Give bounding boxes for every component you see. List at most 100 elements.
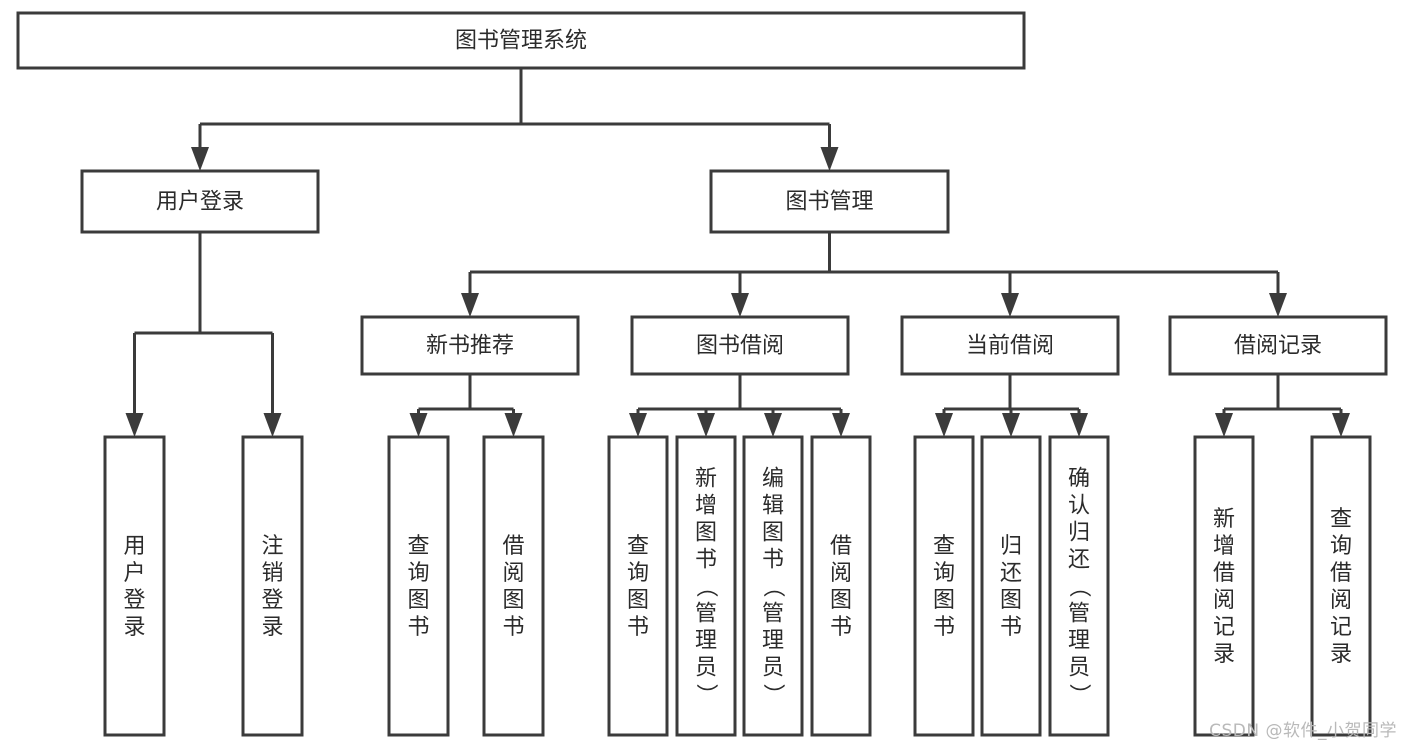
csdn-watermark: CSDN @软件_小贺同学 [1209, 721, 1397, 741]
node-label-leaf-rec-borrow-book-char-0: 借 [502, 534, 524, 559]
node-label-leaf-cb-query-book-char-0: 查 [933, 534, 955, 559]
node-label-leaf-user-login-char-2: 登 [123, 588, 145, 613]
node-box-leaf-bb-add-book [675, 435, 737, 737]
node-label-leaf-br-query-record-char-3: 阅 [1330, 588, 1352, 613]
node-label-leaf-br-query-record-char-5: 录 [1330, 642, 1352, 667]
node-label-leaf-rec-query-book-char-1: 询 [407, 561, 429, 586]
node-label-leaf-bb-query-book-char-0: 查 [627, 534, 649, 559]
node-label-leaf-br-add-record-char-5: 录 [1213, 642, 1235, 667]
node-new-book-rec[interactable]: 新书推荐 [360, 315, 580, 376]
arrow-head-icon-leaf-bb-add-book [697, 413, 715, 437]
arrow-head-icon-leaf-user-login [125, 413, 144, 437]
node-label-leaf-rec-borrow-book-char-1: 阅 [502, 561, 524, 586]
node-label-leaf-cb-query-book-char-3: 书 [933, 615, 955, 640]
node-label-leaf-bb-edit-book-char-5: 管 [762, 602, 784, 627]
node-label-leaf-bb-query-book-char-2: 图 [627, 588, 649, 613]
node-label-leaf-bb-edit-book-char-2: 图 [762, 521, 784, 546]
node-label-leaf-user-logout-char-2: 登 [261, 588, 283, 613]
node-box-leaf-user-logout [241, 435, 304, 737]
node-label-leaf-cb-confirm-return-char-6: 理 [1068, 629, 1090, 654]
node-label-leaf-br-query-record-char-1: 询 [1330, 534, 1352, 559]
node-box-leaf-rec-query-book [387, 435, 450, 737]
node-label-leaf-bb-edit-book-char-0: 编 [762, 467, 784, 492]
node-label-root: 图书管理系统 [455, 29, 587, 54]
node-label-leaf-cb-query-book-char-1: 询 [933, 561, 955, 586]
node-label-leaf-bb-add-book-char-6: 理 [695, 629, 717, 654]
arrow-head-icon-leaf-rec-query-book [409, 413, 428, 437]
node-box-leaf-cb-return-book [980, 435, 1042, 737]
node-box-leaf-user-login [103, 435, 166, 737]
node-label-leaf-cb-confirm-return-char-5: 管 [1068, 602, 1090, 627]
node-label-new-book-rec: 新书推荐 [426, 334, 514, 359]
node-label-leaf-bb-add-book-char-1: 增 [695, 494, 717, 519]
node-label-book-manage: 图书管理 [785, 190, 873, 215]
node-label-leaf-bb-borrow-book-char-2: 图 [830, 588, 852, 613]
node-label-leaf-bb-add-book-char-3: 书 [695, 548, 717, 573]
node-label-leaf-br-add-record-char-4: 记 [1213, 615, 1235, 640]
node-label-leaf-cb-confirm-return-char-7: 员 [1068, 656, 1090, 681]
node-book-borrow[interactable]: 图书借阅 [630, 315, 850, 376]
node-label-leaf-user-login-char-0: 用 [123, 534, 145, 559]
node-label-leaf-bb-edit-book-char-7: 员 [762, 656, 784, 681]
node-label-leaf-cb-confirm-return-char-2: 归 [1068, 521, 1090, 546]
arrow-head-icon-borrow-record [1269, 293, 1287, 317]
node-label-leaf-user-login-char-1: 户 [123, 561, 145, 586]
node-label-borrow-record: 借阅记录 [1234, 334, 1322, 359]
node-label-leaf-br-query-record-char-0: 查 [1330, 507, 1352, 532]
node-label-leaf-bb-add-book-char-0: 新 [695, 467, 717, 492]
arrow-head-icon-leaf-br-add-record [1215, 413, 1233, 437]
node-label-leaf-rec-query-book-char-2: 图 [407, 588, 429, 613]
node-label-leaf-br-query-record-char-4: 记 [1330, 615, 1352, 640]
arrow-head-icon-current-borrow [1001, 293, 1019, 317]
node-label-leaf-bb-borrow-book-char-3: 书 [830, 615, 852, 640]
node-label-leaf-cb-return-book-char-1: 还 [1000, 561, 1022, 586]
node-label-leaf-user-login-char-3: 录 [123, 615, 145, 640]
node-root[interactable]: 图书管理系统 [16, 11, 1026, 70]
node-label-leaf-br-add-record-char-0: 新 [1213, 507, 1235, 532]
node-box-user-login [80, 169, 320, 234]
node-box-leaf-cb-confirm-return [1048, 435, 1110, 737]
node-label-leaf-cb-return-book-char-0: 归 [1000, 534, 1022, 559]
node-label-leaf-rec-query-book-char-3: 书 [407, 615, 429, 640]
node-box-borrow-record [1168, 315, 1388, 376]
node-label-leaf-rec-borrow-book-char-3: 书 [502, 615, 524, 640]
node-current-borrow[interactable]: 当前借阅 [900, 315, 1120, 376]
node-label-leaf-cb-confirm-return-char-3: 还 [1068, 548, 1090, 573]
node-label-leaf-bb-edit-book-char-1: 辑 [762, 494, 784, 519]
node-label-leaf-bb-borrow-book-char-0: 借 [830, 534, 852, 559]
node-label-leaf-br-add-record-char-2: 借 [1213, 561, 1235, 586]
node-label-leaf-cb-query-book-char-2: 图 [933, 588, 955, 613]
node-leaf-user-login[interactable]: 用户登录 [103, 435, 166, 737]
node-borrow-record[interactable]: 借阅记录 [1168, 315, 1388, 376]
node-layer: 图书管理系统用户登录图书管理新书推荐图书借阅当前借阅借阅记录用户登录注销登录查询… [16, 11, 1388, 737]
arrow-head-icon-user-login [191, 147, 209, 171]
arrow-head-icon-new-book-rec [461, 293, 479, 317]
node-label-leaf-rec-query-book-char-0: 查 [407, 534, 429, 559]
node-user-login[interactable]: 用户登录 [80, 169, 320, 234]
node-box-leaf-br-add-record [1193, 435, 1255, 737]
node-label-leaf-bb-edit-book-char-4: （ [760, 575, 785, 597]
node-book-manage[interactable]: 图书管理 [709, 169, 950, 234]
node-label-leaf-bb-add-book-char-7: 员 [695, 656, 717, 681]
node-label-leaf-br-add-record-char-3: 阅 [1213, 588, 1235, 613]
arrow-head-icon-leaf-cb-query-book [935, 413, 953, 437]
node-label-leaf-user-logout-char-0: 注 [261, 534, 283, 559]
node-label-user-login: 用户登录 [156, 190, 244, 215]
node-label-leaf-bb-edit-book-char-3: 书 [762, 548, 784, 573]
node-box-root [16, 11, 1026, 70]
arrow-head-icon-leaf-bb-query-book [629, 413, 647, 437]
node-label-leaf-rec-borrow-book-char-2: 图 [502, 588, 524, 613]
